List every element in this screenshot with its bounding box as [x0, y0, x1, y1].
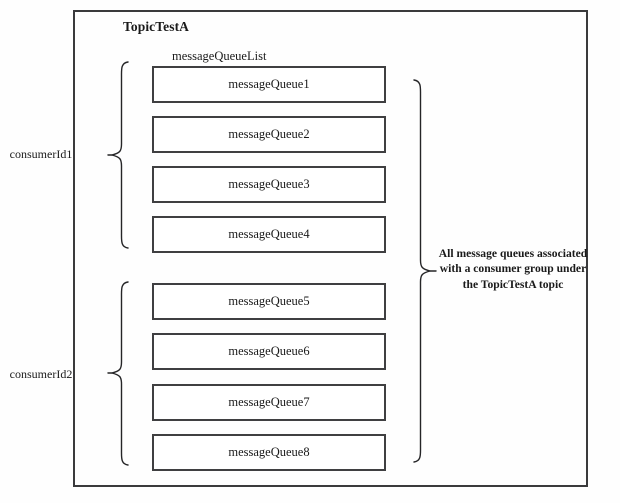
message-queue-box-5-label: messageQueue5: [228, 294, 310, 309]
consumer-id-1-label: consumerId1: [9, 147, 73, 161]
topic-title: TopicTestA: [123, 19, 190, 34]
message-queue-box-3[interactable]: messageQueue3: [152, 166, 386, 203]
message-queue-box-8[interactable]: messageQueue8: [152, 434, 386, 471]
consumer-group-2-brace: [107, 280, 132, 467]
message-queue-box-7[interactable]: messageQueue7: [152, 384, 386, 421]
message-queue-box-4[interactable]: messageQueue4: [152, 216, 386, 253]
message-queue-box-8-label: messageQueue8: [228, 445, 310, 460]
message-queue-list-label: messageQueueList: [172, 49, 267, 63]
message-queue-box-6[interactable]: messageQueue6: [152, 333, 386, 370]
all-queues-brace: [411, 78, 437, 466]
summary-caption-line-2: with a consumer group under: [439, 262, 587, 276]
consumer-group-1-brace: [107, 60, 132, 250]
message-queue-box-3-label: messageQueue3: [228, 177, 310, 192]
message-queue-box-6-label: messageQueue6: [228, 344, 310, 359]
topic-container: [73, 10, 588, 487]
message-queue-box-1-label: messageQueue1: [228, 77, 310, 92]
summary-caption-line-3: the TopicTestA topic: [462, 277, 564, 291]
message-queue-box-5[interactable]: messageQueue5: [152, 283, 386, 320]
message-queue-box-2-label: messageQueue2: [228, 127, 310, 142]
message-queue-box-1[interactable]: messageQueue1: [152, 66, 386, 103]
summary-caption-line-1: All message queues associated: [438, 247, 588, 260]
message-queue-box-4-label: messageQueue4: [228, 227, 310, 242]
message-queue-box-7-label: messageQueue7: [228, 395, 310, 410]
consumer-id-2-label: consumerId2: [9, 367, 73, 381]
summary-caption: All message queues associated with a con…: [437, 246, 589, 292]
message-queue-box-2[interactable]: messageQueue2: [152, 116, 386, 153]
